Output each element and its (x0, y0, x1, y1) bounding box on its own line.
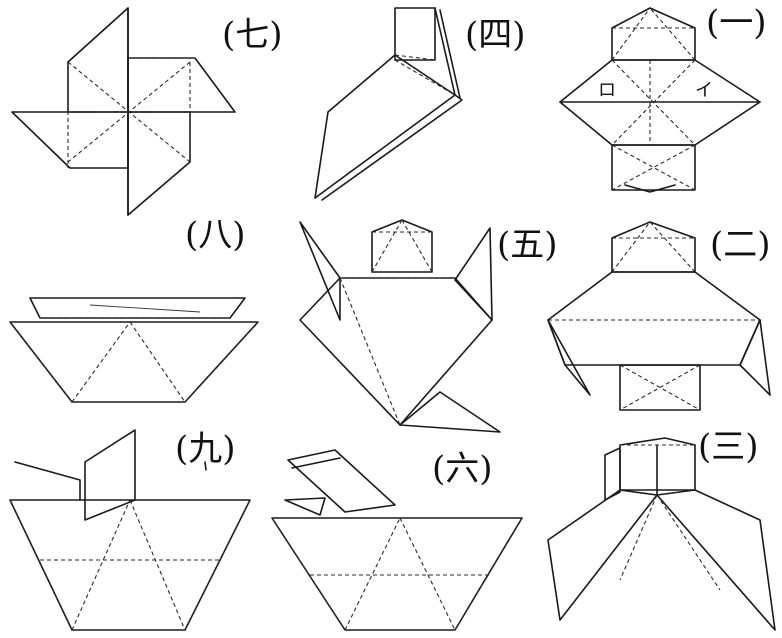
label-two: (二) (710, 225, 771, 265)
figure-7-pinwheel (11, 7, 236, 216)
figure-4-folded-model (314, 7, 463, 201)
label-nine: (九) (175, 429, 236, 469)
figure-5-folded-model (299, 219, 501, 433)
figure-9-sailboat (9, 429, 251, 631)
figure-2-folded-model (547, 221, 771, 411)
label-seven: (七) (222, 15, 283, 55)
label-five: (五) (497, 225, 558, 265)
label-one: (一) (706, 3, 767, 43)
figure-1-folded-model (559, 7, 761, 193)
label-three: (三) (698, 427, 759, 467)
figure-3-folded-model (547, 437, 776, 631)
label-six: (六) (432, 449, 493, 489)
figure-8-folded-model (9, 297, 259, 403)
annotation-ro: ロ (598, 80, 616, 101)
label-eight: (八) (185, 215, 246, 255)
figure-6-folded-model (271, 449, 523, 631)
label-four: (四) (465, 15, 526, 55)
annotation-i: イ (695, 80, 713, 101)
